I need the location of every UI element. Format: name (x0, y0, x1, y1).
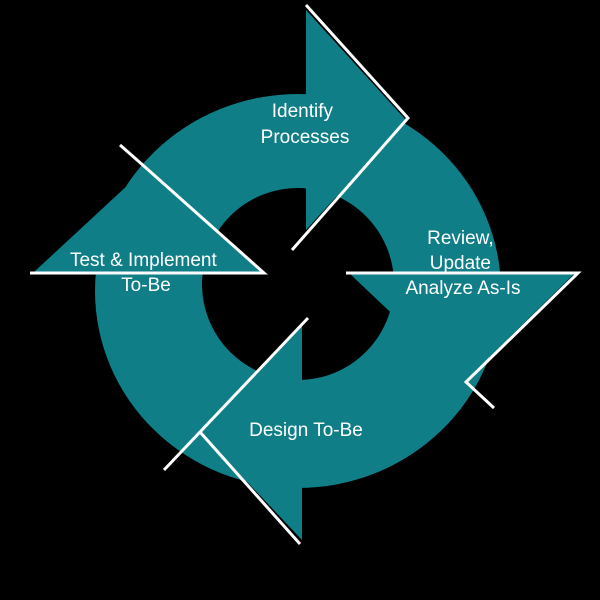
label-line: Processes (261, 127, 350, 148)
label-line: To-Be (121, 275, 171, 296)
label-line: Identify (272, 101, 334, 122)
separator-left (30, 143, 268, 275)
ring-body (95, 94, 501, 488)
step-label-test-implement: Test & Implement To-Be (70, 250, 222, 296)
cycle-ring (34, 10, 576, 540)
step-label-review-update: Review, Update Analyze As-Is (405, 228, 520, 299)
segment-separators (30, 3, 582, 545)
separator-bottom-left (162, 430, 202, 472)
label-line: Review, (427, 228, 494, 249)
separator-top-right (290, 3, 411, 251)
label-line: Test & Implement (70, 250, 217, 271)
label-line: Design To-Be (249, 420, 363, 441)
separator-right (346, 271, 582, 410)
label-line: Analyze As-Is (405, 278, 520, 299)
arrowhead-test (34, 170, 262, 272)
step-label-design-to-be: Design To-Be (249, 420, 363, 441)
step-label-identify-processes: Identify Processes (261, 101, 350, 148)
arrowhead-identify (306, 10, 406, 230)
arrowhead-review (348, 272, 576, 382)
arrowhead-design (200, 324, 302, 540)
label-line: Update (430, 253, 491, 274)
